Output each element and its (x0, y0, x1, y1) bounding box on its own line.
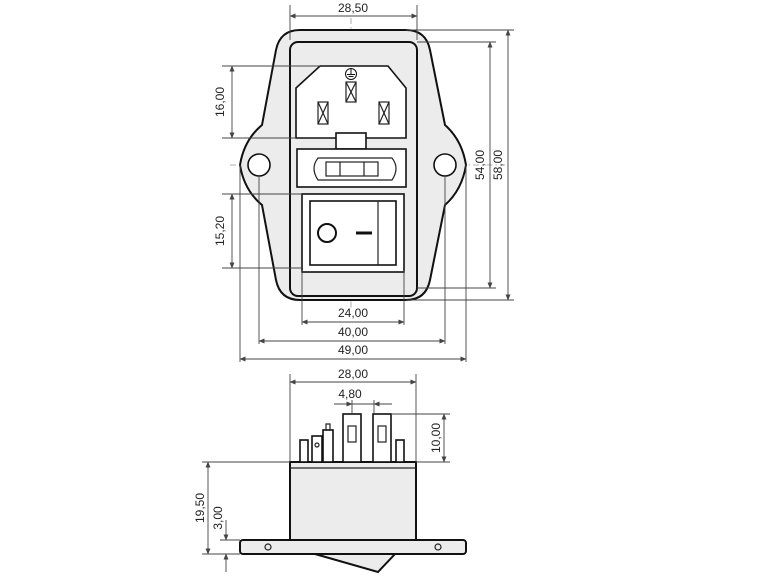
rocker-switch (309, 200, 397, 266)
front-dimensions: 28,50 24,00 40,00 49,00 16,00 15,20 54,0… (213, 1, 514, 362)
mounting-hole-right (433, 153, 457, 177)
mounting-hole-left (247, 153, 271, 177)
dim-height-58-00: 58,00 (491, 150, 505, 180)
fuse-drawer-tab (335, 132, 367, 150)
terminal-pin-1 (299, 439, 309, 463)
dim-height-54-00: 54,00 (473, 150, 487, 180)
pin-slot-line (317, 101, 329, 125)
terminal-pin-3 (322, 423, 334, 463)
side-rocker (314, 553, 398, 574)
side-view (239, 413, 467, 574)
dim-flange-3-00: 3,00 (211, 506, 225, 530)
off-symbol-icon (317, 223, 337, 243)
dim-height-16-00: 16,00 (213, 87, 227, 117)
dim-height-15-20: 15,20 (213, 216, 227, 246)
dim-width-49-00: 49,00 (338, 343, 368, 357)
pin-slot-earth (345, 81, 357, 103)
terminal-pin-4 (342, 413, 362, 463)
fuse-body (313, 157, 397, 181)
front-view (230, 18, 505, 310)
terminal-pin-6 (395, 439, 405, 463)
dim-depth-19-50: 19,50 (193, 493, 207, 523)
dim-pin-height-10-00: 10,00 (429, 423, 443, 453)
side-flange (239, 539, 467, 555)
ground-icon (345, 68, 357, 80)
dim-width-24-00: 24,00 (338, 306, 368, 320)
pin-slot-neutral (378, 101, 390, 125)
terminal-pin-2 (311, 435, 323, 463)
terminal-pin-5 (372, 413, 392, 463)
fuse-holder (296, 148, 407, 188)
side-body (289, 461, 417, 543)
side-dimensions: 28,00 4,80 10,00 19,50 3,00 (193, 367, 450, 572)
dim-width-40-00: 40,00 (338, 325, 368, 339)
dim-width-28-50: 28,50 (338, 1, 368, 15)
dim-width-28-00: 28,00 (338, 367, 368, 381)
dim-pin-spacing-4-80: 4,80 (338, 387, 362, 401)
